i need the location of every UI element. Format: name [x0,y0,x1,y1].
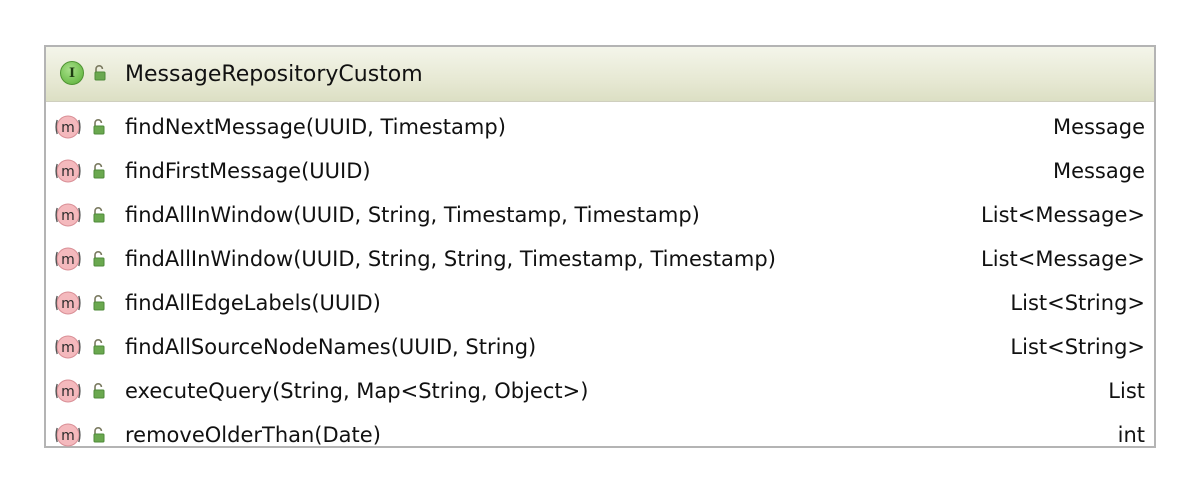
method-return-type: int [1117,423,1145,447]
method-row[interactable]: m removeOlderThan(Date) int [46,413,1154,457]
method-return-type: Message [1052,159,1145,183]
method-badge-letter: m [61,384,75,400]
method-row[interactable]: m executeQuery(String, Map<String, Object… [46,369,1154,413]
method-badge-letter: m [61,340,75,356]
method-icon: m [55,247,81,271]
interface-badge-letter: I [68,65,76,81]
method-return-type: List<Message> [981,203,1145,227]
interface-header: I MessageRepositoryCustom [46,47,1154,102]
method-signature: findAllSourceNodeNames(UUID, String) [125,335,537,359]
method-badge-letter: m [61,428,75,444]
method-icon: m [55,379,81,403]
method-signature: findNextMessage(UUID, Timestamp) [125,115,506,139]
method-row[interactable]: m findAllSourceNodeNames(UUID, String) Lis… [46,325,1154,369]
public-lock-icon [93,295,105,311]
public-lock-icon [93,383,105,399]
public-lock-icon [93,339,105,355]
method-return-type: List [1108,379,1145,403]
public-lock-icon [93,207,105,223]
uml-interface-box: I MessageRepositoryCustom m findNextMessa… [44,45,1156,448]
method-badge-letter: m [61,252,75,268]
method-icon: m [55,291,81,315]
method-row[interactable]: m findAllInWindow(UUID, String, String, T… [46,237,1154,281]
public-lock-icon [93,427,105,443]
method-row[interactable]: m findNextMessage(UUID, Timestamp) Message [46,105,1154,149]
method-badge-letter: m [61,164,75,180]
interface-name: MessageRepositoryCustom [125,62,423,87]
method-icon: m [55,159,81,183]
method-icon: m [55,423,81,447]
method-signature: findAllEdgeLabels(UUID) [125,291,381,315]
interface-icon: I [60,61,84,85]
method-icon: m [55,203,81,227]
method-signature: executeQuery(String, Map<String, Object>… [125,379,589,403]
method-return-type: List<String> [1010,335,1145,359]
method-icon: m [55,335,81,359]
method-badge-letter: m [61,296,75,312]
public-lock-icon [93,163,105,179]
method-row[interactable]: m findAllEdgeLabels(UUID) List<String> [46,281,1154,325]
method-row[interactable]: m findFirstMessage(UUID) Message [46,149,1154,193]
method-signature: findFirstMessage(UUID) [125,159,371,183]
method-signature: findAllInWindow(UUID, String, Timestamp,… [125,203,700,227]
public-lock-icon [93,251,105,267]
method-return-type: Message [1052,115,1145,139]
method-icon: m [55,115,81,139]
method-signature: removeOlderThan(Date) [125,423,381,447]
method-row[interactable]: m findAllInWindow(UUID, String, Timestamp… [46,193,1154,237]
method-return-type: List<String> [1010,291,1145,315]
method-badge-letter: m [61,120,75,136]
method-badge-letter: m [61,208,75,224]
method-signature: findAllInWindow(UUID, String, String, Ti… [125,247,776,271]
public-lock-icon [94,65,106,81]
public-lock-icon [93,119,105,135]
method-return-type: List<Message> [981,247,1145,271]
